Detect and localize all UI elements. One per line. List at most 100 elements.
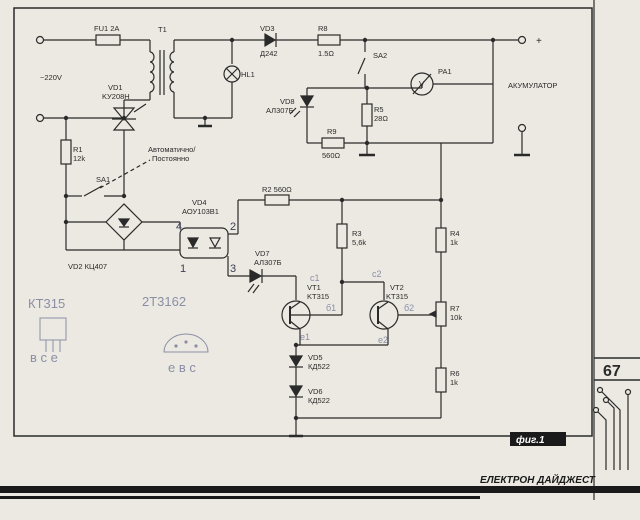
junction-dot [364, 140, 370, 146]
label-vd4-type: АОУ103В1 [182, 207, 219, 216]
vt2-collector-leg [377, 301, 389, 310]
label-v-meter: V [419, 80, 425, 89]
label-vt1: VT1 [307, 283, 321, 292]
resistor-r7 [435, 301, 447, 327]
junction-dot [339, 197, 345, 203]
label-r5: R5 [374, 105, 384, 114]
label-r6: R6 [450, 369, 460, 378]
hand-sketch-2t [163, 333, 209, 353]
led-vd7-arrow1 [247, 283, 255, 293]
hand-c2: c2 [372, 269, 382, 279]
vt1-emitter-leg [289, 320, 301, 330]
junction-dot [490, 37, 496, 43]
label-vt2-type: KT315 [386, 292, 408, 301]
t1-secondary-coil [169, 51, 175, 93]
optocoupler-led [186, 237, 200, 249]
hand-b2: б2 [404, 303, 414, 313]
hand-c1: c1 [310, 273, 320, 283]
diode-vd6 [288, 385, 304, 398]
deco-pad [602, 396, 610, 404]
diode-vd3 [264, 32, 277, 48]
label-mode-1: Автоматично/ [148, 145, 196, 154]
junction-dot [121, 115, 127, 121]
r7-wiper-arrow [428, 310, 437, 318]
footer-band [0, 486, 640, 493]
junction-dot [293, 342, 299, 348]
terminal-akum-plus [517, 35, 527, 45]
deco-trace [595, 409, 607, 470]
label-r3: R3 [352, 229, 362, 238]
junction-dot [293, 415, 299, 421]
junction-dot [63, 193, 69, 199]
junction-dot [202, 115, 208, 121]
label-r8: R8 [318, 24, 328, 33]
fuse-fu1 [95, 34, 121, 46]
label-r6-val: 1k [450, 378, 458, 387]
resistor-r8 [317, 34, 341, 46]
label-r9: R9 [327, 127, 337, 136]
label-vd3-type: Д242 [260, 49, 278, 58]
hand-sketch-pin [184, 340, 188, 344]
label-vd5: VD5 [308, 353, 323, 362]
label-vd2: VD2 КЦ407 [68, 262, 107, 271]
resistor-r5 [361, 103, 373, 127]
footer-title: ЕЛЕКТРОН ДАЙДЖЕСТ [480, 473, 596, 486]
label-r1: R1 [73, 145, 83, 154]
resistor-r2 [264, 194, 290, 206]
hand-e1: e1 [300, 332, 310, 342]
label-r4: R4 [450, 229, 460, 238]
hand-pin1: 1 [180, 263, 186, 275]
label-vd1: VD1 [108, 83, 123, 92]
label-sa1: SA1 [96, 175, 110, 184]
deco-trace [599, 389, 621, 470]
hand-note-2t: 2Т3162 [142, 294, 186, 309]
label-hl1: HL1 [241, 70, 255, 79]
label-vd3: VD3 [260, 24, 275, 33]
label-vd6-type: КД522 [308, 396, 330, 405]
led-vd8 [299, 95, 315, 108]
label-vd4: VD4 [192, 198, 207, 207]
label-r1-val: 12k [73, 154, 85, 163]
label-t1: T1 [158, 25, 167, 34]
resistor-r1 [60, 139, 72, 165]
hand-pin3: 3 [230, 263, 236, 275]
vt2-emitter-leg [377, 320, 389, 330]
label-r2: R2 560Ω [262, 185, 292, 194]
bridge-vd2-diode [117, 218, 131, 228]
label-mode-2: Постоянно [152, 154, 189, 163]
hand-pin4: 4 [176, 221, 182, 233]
page-number: 67 [603, 363, 621, 380]
vt1-collector-leg [289, 301, 301, 310]
switch-link-dashed [99, 159, 151, 189]
junction-dot [364, 85, 370, 91]
deco-trace [605, 399, 615, 470]
hand-note-ebc: е в с [168, 360, 196, 375]
label-r5-val: 28Ω [374, 114, 388, 123]
label-vt2: VT2 [390, 283, 404, 292]
label-r3-val: 5,6k [352, 238, 366, 247]
label-vd1-type: KУ208H [102, 92, 130, 101]
hand-sketch-kt315 [39, 317, 67, 341]
resistor-r9 [321, 137, 345, 149]
terminal-mains-bottom [35, 113, 45, 123]
triac-vd1-a [112, 107, 136, 121]
t1-primary-coil [149, 51, 155, 93]
label-mains: ~220V [40, 73, 62, 82]
junction-dot [63, 115, 69, 121]
figure-label: фиг.1 [516, 434, 545, 446]
hand-note-bce: в с е [30, 350, 58, 365]
label-r9-val: 560Ω [322, 151, 341, 160]
switch-sa2 [357, 57, 366, 75]
figure-badge [510, 432, 566, 446]
label-sa2: SA2 [373, 51, 387, 60]
label-plus: + [536, 36, 542, 47]
footer-thin-band [0, 496, 480, 499]
label-pa1: PA1 [438, 67, 452, 76]
label-r7: R7 [450, 304, 460, 313]
hand-pin2: 2 [230, 221, 236, 233]
junction-dot [121, 193, 127, 199]
label-vd6: VD6 [308, 387, 323, 396]
hand-sketch-pin [174, 344, 178, 348]
switch-sa1 [83, 185, 103, 197]
label-r4-val: 1k [450, 238, 458, 247]
